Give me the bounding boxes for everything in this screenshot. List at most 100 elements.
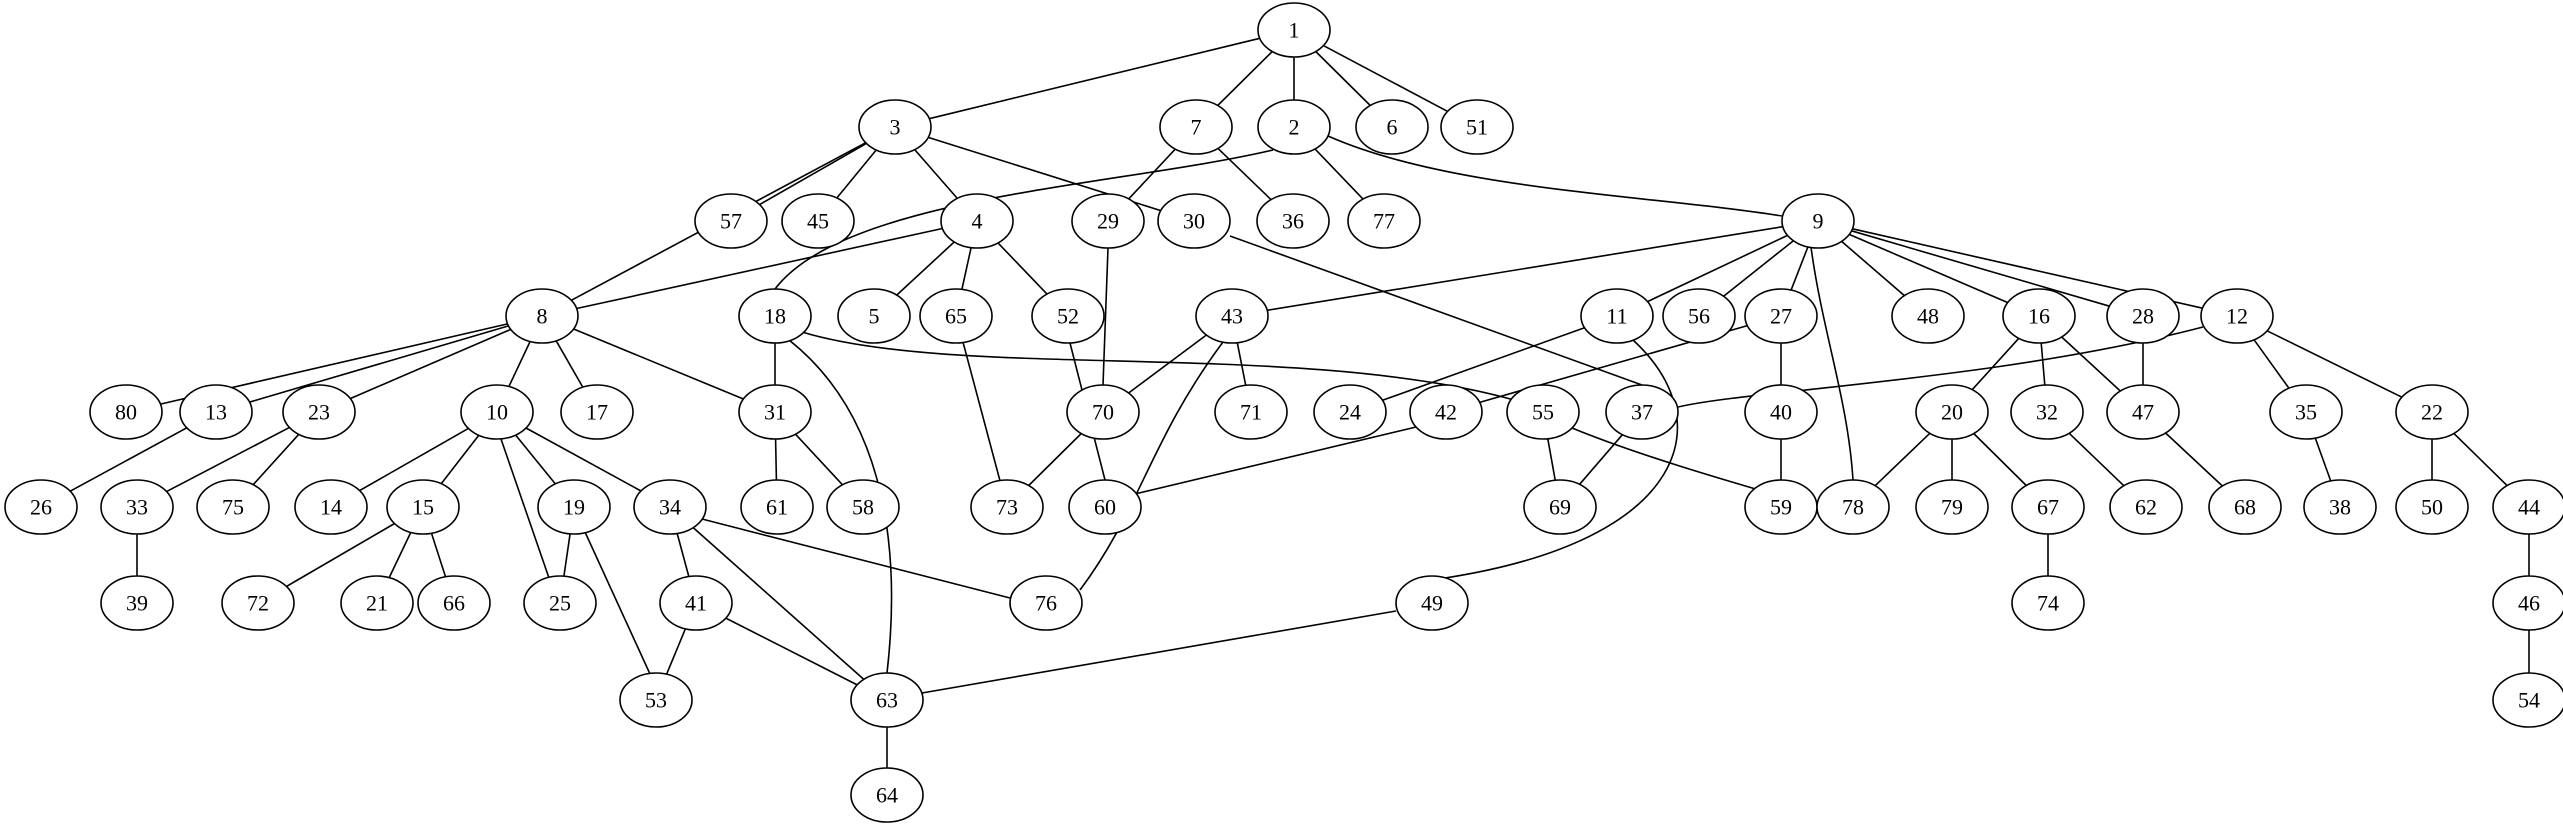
node-15: 15 bbox=[386, 479, 460, 535]
node-label: 50 bbox=[2421, 495, 2443, 520]
node-ellipse bbox=[537, 479, 611, 535]
node-ellipse bbox=[386, 479, 460, 535]
node-58: 58 bbox=[826, 479, 900, 535]
node-label: 40 bbox=[1770, 400, 1792, 425]
edge-7-36 bbox=[1217, 147, 1272, 201]
node-63: 63 bbox=[850, 672, 924, 728]
node-1: 1 bbox=[1257, 2, 1331, 58]
edge-11-24 bbox=[1382, 326, 1585, 402]
edge-37-69 bbox=[1578, 434, 1624, 485]
node-label: 43 bbox=[1221, 304, 1243, 329]
node-69: 69 bbox=[1523, 479, 1597, 535]
node-label: 20 bbox=[1941, 400, 1963, 425]
node-label: 45 bbox=[807, 209, 829, 234]
node-62: 62 bbox=[2109, 479, 2183, 535]
node-79: 79 bbox=[1915, 479, 1989, 535]
edge-9-28 bbox=[1851, 230, 2110, 307]
node-ellipse bbox=[1781, 193, 1855, 249]
node-76: 76 bbox=[1009, 575, 1083, 631]
node-label: 17 bbox=[586, 400, 608, 425]
node-label: 46 bbox=[2518, 591, 2540, 616]
node-56: 56 bbox=[1662, 288, 1736, 344]
edge-55-69 bbox=[1547, 438, 1556, 481]
node-35: 35 bbox=[2269, 384, 2343, 440]
node-8: 8 bbox=[505, 288, 579, 344]
node-label: 36 bbox=[1282, 209, 1304, 234]
node-ellipse bbox=[1662, 288, 1736, 344]
node-ellipse bbox=[460, 384, 534, 440]
node-label: 53 bbox=[645, 688, 667, 713]
node-label: 54 bbox=[2518, 688, 2540, 713]
edge-47-68 bbox=[2165, 432, 2223, 487]
node-ellipse bbox=[282, 384, 356, 440]
node-ellipse bbox=[1816, 479, 1890, 535]
edge-29-70 bbox=[1102, 247, 1109, 386]
edge-43-71 bbox=[1236, 342, 1247, 386]
node-label: 31 bbox=[764, 400, 786, 425]
node-ellipse bbox=[340, 575, 414, 631]
node-52: 52 bbox=[1031, 288, 1105, 344]
edge-16-32 bbox=[2040, 342, 2046, 386]
node-46: 46 bbox=[2492, 575, 2563, 631]
node-ellipse bbox=[738, 384, 812, 440]
edge-65-73 bbox=[962, 342, 1001, 481]
node-label: 58 bbox=[852, 495, 874, 520]
node-73: 73 bbox=[970, 479, 1044, 535]
node-ellipse bbox=[2269, 384, 2343, 440]
edge-30-37 bbox=[1229, 235, 1643, 386]
edge-20-78 bbox=[1874, 432, 1931, 487]
node-ellipse bbox=[781, 193, 855, 249]
node-ellipse bbox=[1915, 479, 1989, 535]
node-label: 55 bbox=[1532, 400, 1554, 425]
node-ellipse bbox=[1256, 193, 1330, 249]
node-80: 80 bbox=[89, 384, 163, 440]
node-34: 34 bbox=[633, 479, 707, 535]
edge-22-44 bbox=[2453, 432, 2508, 487]
node-ellipse bbox=[1066, 384, 1140, 440]
node-ellipse bbox=[2010, 384, 2084, 440]
edge-9-48 bbox=[1841, 240, 1905, 297]
node-29: 29 bbox=[1071, 193, 1145, 249]
node-ellipse bbox=[826, 479, 900, 535]
node-55: 55 bbox=[1506, 384, 1580, 440]
edge-31-61 bbox=[774, 438, 778, 481]
node-19: 19 bbox=[537, 479, 611, 535]
node-label: 77 bbox=[1373, 209, 1395, 234]
edge-4-8 bbox=[576, 227, 943, 310]
node-ellipse bbox=[2109, 479, 2183, 535]
node-37: 37 bbox=[1605, 384, 1679, 440]
node-31: 31 bbox=[738, 384, 812, 440]
node-label: 49 bbox=[1421, 591, 1443, 616]
node-label: 19 bbox=[563, 495, 585, 520]
edge-35-38 bbox=[2314, 437, 2332, 482]
node-label: 24 bbox=[1339, 400, 1361, 425]
edge-8-13 bbox=[249, 325, 509, 403]
node-40: 40 bbox=[1744, 384, 1818, 440]
node-51: 51 bbox=[1440, 99, 1514, 155]
edge-49-63 bbox=[921, 610, 1397, 694]
node-33: 33 bbox=[100, 479, 174, 535]
node-22: 22 bbox=[2395, 384, 2469, 440]
edge-19-25 bbox=[563, 533, 571, 577]
node-label: 18 bbox=[764, 304, 786, 329]
node-label: 21 bbox=[366, 591, 388, 616]
node-32: 32 bbox=[2010, 384, 2084, 440]
node-label: 39 bbox=[126, 591, 148, 616]
node-ellipse bbox=[89, 384, 163, 440]
node-45: 45 bbox=[781, 193, 855, 249]
edge-4-5 bbox=[896, 241, 955, 296]
node-label: 72 bbox=[247, 591, 269, 616]
edge-41-53 bbox=[665, 628, 687, 675]
node-label: 59 bbox=[1770, 495, 1792, 520]
edge-10-15 bbox=[440, 434, 480, 485]
node-13: 13 bbox=[179, 384, 253, 440]
node-label: 25 bbox=[549, 591, 571, 616]
node-label: 14 bbox=[320, 495, 342, 520]
node-ellipse bbox=[294, 479, 368, 535]
node-label: 63 bbox=[876, 688, 898, 713]
edge-41-63 bbox=[725, 617, 858, 686]
edge-4-65 bbox=[961, 247, 972, 290]
node-label: 5 bbox=[869, 304, 880, 329]
node-label: 28 bbox=[2132, 304, 2154, 329]
edge-9-11 bbox=[1647, 234, 1788, 303]
